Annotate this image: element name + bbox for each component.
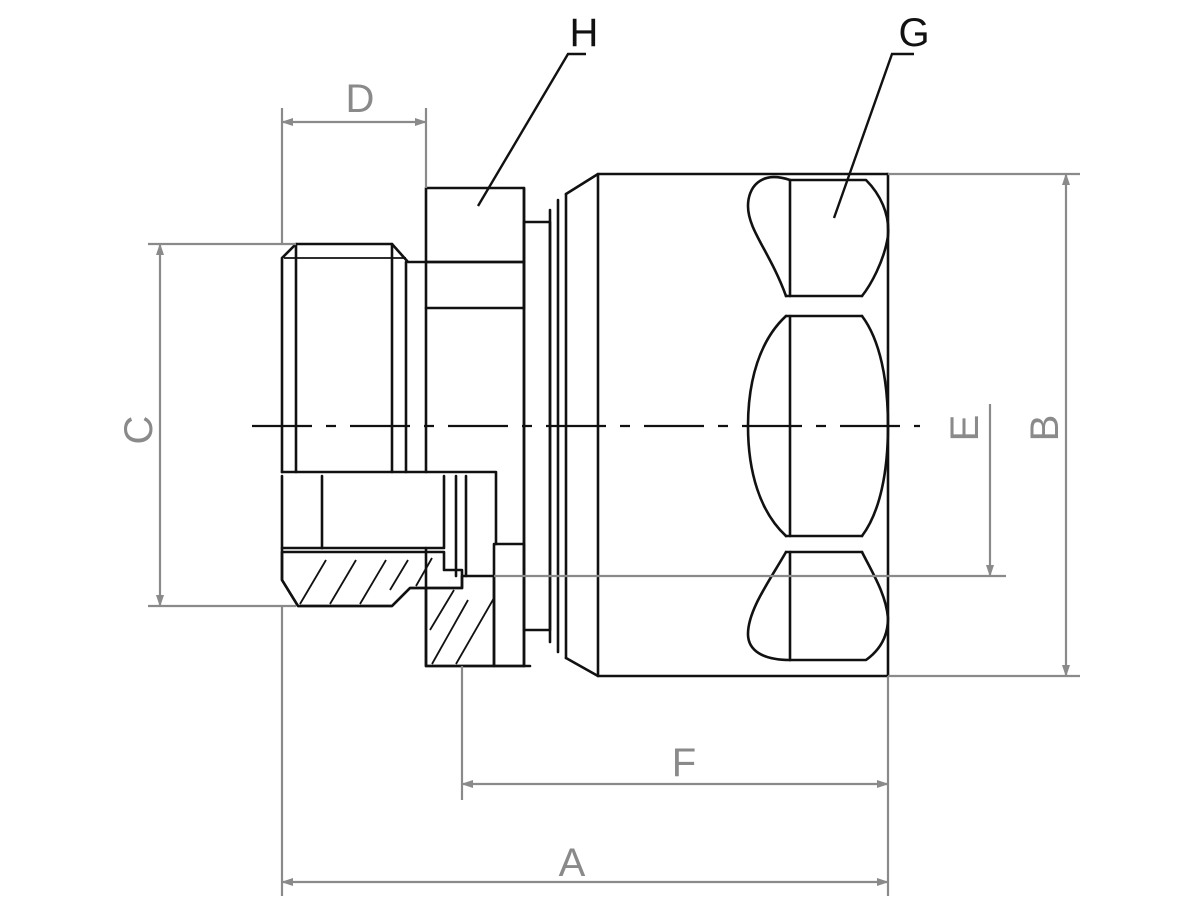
dimension-e: E <box>494 404 1006 578</box>
dimension-b-label: B <box>1023 415 1067 442</box>
section-hatching <box>280 550 496 668</box>
callout-g-label: G <box>898 11 929 55</box>
dimension-b: B <box>888 172 1080 678</box>
dimension-a: A <box>280 606 889 896</box>
callout-h: H <box>476 11 599 207</box>
dimension-d: D <box>280 77 428 244</box>
dimension-d-label: D <box>346 77 375 121</box>
dimension-c: C <box>117 242 296 608</box>
neck-groove <box>522 192 568 660</box>
dimension-a-label: A <box>559 841 586 885</box>
dimension-f-label: F <box>672 741 696 785</box>
compression-nut <box>564 172 890 678</box>
dimension-f: F <box>460 666 890 896</box>
callout-h-label: H <box>570 11 599 55</box>
dimension-e-label: E <box>943 415 987 442</box>
callout-g: G <box>832 11 930 219</box>
dimension-c-label: C <box>117 416 161 445</box>
